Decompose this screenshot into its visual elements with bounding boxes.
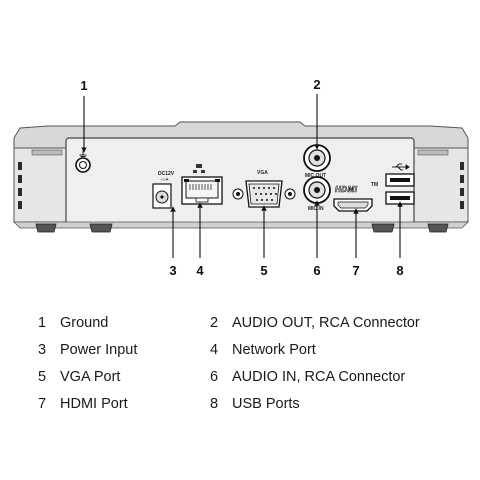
device-feet <box>35 223 449 233</box>
callout-numbers: 1 2 3 4 5 6 7 8 <box>80 77 403 278</box>
vga-label: VGA <box>257 170 268 176</box>
mic-out-label: MIC OUT <box>305 173 326 179</box>
hdmi-tm: TM <box>371 182 378 188</box>
callout-1: 1 <box>80 78 87 93</box>
hdmi-logo: HDMI <box>335 185 358 194</box>
vga-port: VGA <box>232 170 296 208</box>
callout-5: 5 <box>260 263 267 278</box>
left-side-panel <box>13 147 67 223</box>
mic-in-label: MIC IN <box>308 206 324 212</box>
svg-text:-○+: -○+ <box>161 177 169 183</box>
usb-ports <box>385 163 415 205</box>
power-input-port: DC12V -○+ <box>152 171 175 209</box>
right-side-panel <box>413 147 469 223</box>
callout-4: 4 <box>196 263 204 278</box>
network-port <box>181 164 223 205</box>
ground-screw <box>75 151 91 173</box>
callout-7: 7 <box>352 263 359 278</box>
rear-panel-diagram: DC12V -○+ VGA <box>13 77 469 278</box>
callout-6: 6 <box>313 263 320 278</box>
hdmi-port: HDMI TM <box>333 182 378 212</box>
right-vents <box>460 162 464 209</box>
dc12v-label: DC12V <box>158 171 175 177</box>
audio-in-rca: MIC IN <box>303 176 331 212</box>
callout-8: 8 <box>396 263 403 278</box>
lan-icon <box>193 164 205 173</box>
callout-2: 2 <box>313 77 320 92</box>
left-vents <box>18 162 22 209</box>
audio-out-rca: MIC OUT <box>303 144 331 179</box>
callout-arrows <box>81 94 403 258</box>
usb-icon <box>392 163 410 171</box>
callout-3: 3 <box>169 263 176 278</box>
